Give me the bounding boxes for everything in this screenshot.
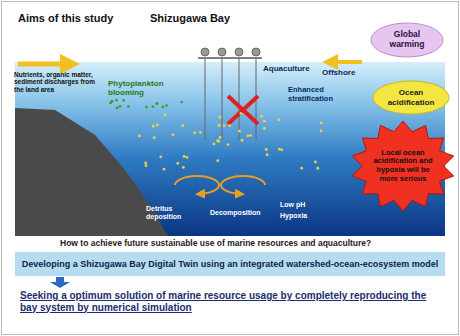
land-input-note: Nutrients, organic matter, sediment disc… — [14, 71, 96, 93]
process-label: Decomposition — [210, 209, 272, 217]
process-label: Phytoplankton blooming — [108, 79, 180, 97]
title: Aims of this study — [18, 12, 113, 25]
process-label: Low pH — [280, 201, 322, 209]
circulation-arrows — [175, 176, 265, 194]
region-label: Offshore — [322, 68, 370, 77]
conclusion: Seeking a optimum solution of marine res… — [20, 290, 440, 313]
goal-band: Developing a Shizugawa Bay Digital Twin … — [15, 252, 445, 276]
red-cross — [228, 96, 258, 124]
place-name: Shizugawa Bay — [150, 12, 260, 25]
land-discharge-arrow — [18, 62, 70, 67]
warning-burst: Local ocean acidification and hypoxia wi… — [350, 120, 456, 212]
node-text: Ocean acidification — [382, 88, 440, 106]
question: How to achieve future sustainable use of… — [60, 239, 445, 249]
node-text: Local ocean acidification and hypoxia wi… — [370, 149, 436, 184]
node-text: Developing a Shizugawa Bay Digital Twin … — [22, 259, 438, 269]
cause-ellipse: Ocean acidification — [372, 80, 450, 115]
land-slope — [15, 108, 168, 236]
aquaculture-structure — [198, 48, 262, 140]
process-label: Detritus deposition — [146, 205, 204, 221]
down-arrow — [50, 277, 70, 288]
offshore-arrow — [330, 60, 362, 64]
plankton-particles — [109, 99, 322, 171]
process-label: Hypoxia — [280, 212, 322, 220]
node-text: Global warming — [380, 30, 434, 50]
process-label: Aquaculture — [263, 64, 321, 73]
process-label: Enhanced stratification — [288, 86, 350, 103]
cause-ellipse: Global warming — [370, 22, 444, 58]
